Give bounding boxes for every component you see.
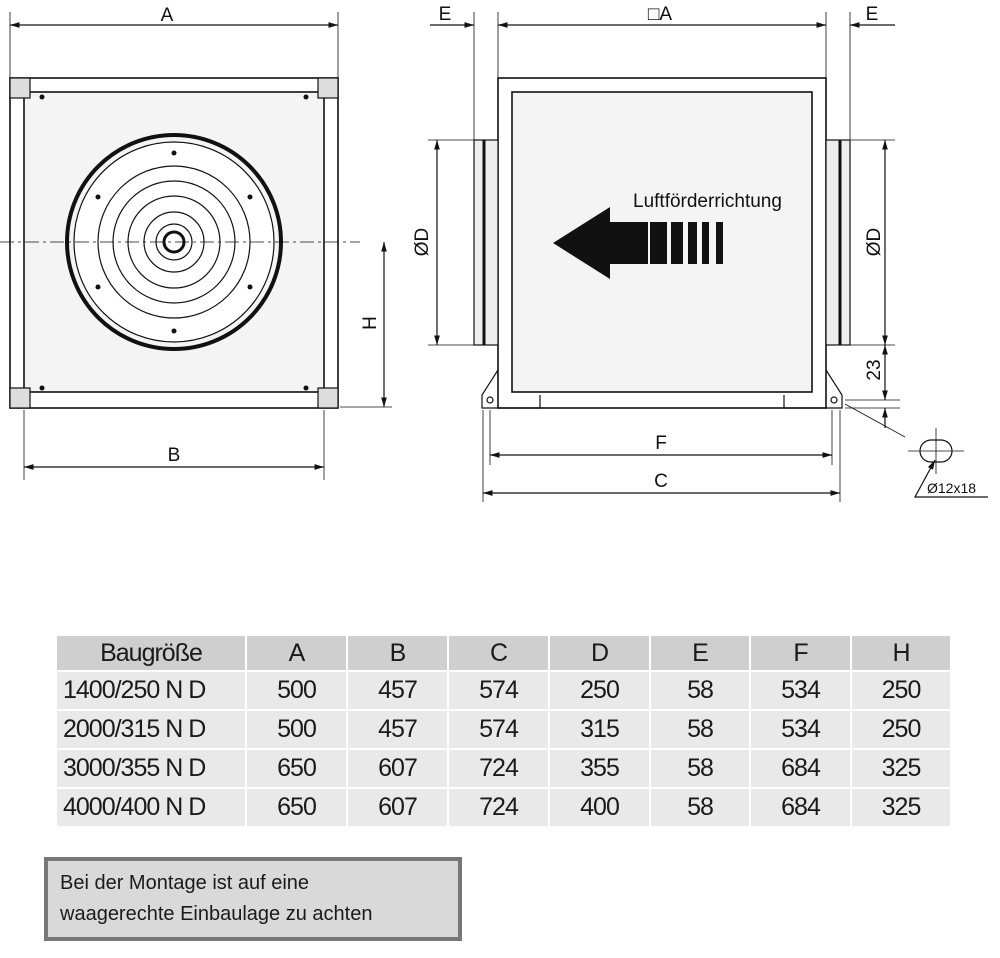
cell: 3000/355 N D — [55, 748, 247, 789]
cell: 574 — [447, 670, 550, 711]
cell: 684 — [749, 748, 852, 789]
note-line-1: Bei der Montage ist auf eine — [60, 872, 310, 894]
cell: 58 — [649, 709, 751, 750]
cell: 534 — [749, 670, 852, 711]
slot-hole-icon — [908, 428, 988, 498]
mounting-note: Bei der Montage ist auf eine waagerechte… — [44, 857, 462, 941]
cell: 355 — [548, 748, 651, 789]
fan-icon — [65, 133, 283, 351]
cell: 4000/400 N D — [55, 787, 247, 828]
cell: 724 — [447, 748, 550, 789]
cell: 534 — [749, 709, 852, 750]
table-header-row: Baugröße A B C D E F H — [55, 634, 952, 672]
dim-label-c: C — [654, 471, 668, 492]
cell: 724 — [447, 787, 550, 828]
dim-label-a: A — [161, 5, 174, 26]
cell: 58 — [649, 787, 751, 828]
technical-drawing: A B H E □A E ØD ØD 23 F C Luftförderrich… — [0, 4, 988, 502]
airflow-arrow-icon — [553, 207, 723, 279]
cell: 574 — [447, 709, 550, 750]
cell: 457 — [346, 709, 449, 750]
cell: 250 — [548, 670, 651, 711]
dim-label-b: B — [168, 445, 181, 466]
cell: 650 — [245, 748, 348, 789]
header-d: D — [548, 634, 651, 672]
cell: 58 — [649, 748, 751, 789]
dim-label-f: F — [655, 433, 667, 454]
side-view — [428, 12, 988, 502]
cell: 325 — [850, 748, 952, 789]
dim-label-h: H — [360, 316, 381, 330]
cell: 650 — [245, 787, 348, 828]
cell: 500 — [245, 670, 348, 711]
header-e: E — [649, 634, 751, 672]
cell: 684 — [749, 787, 852, 828]
cell: 607 — [346, 787, 449, 828]
dim-label-23: 23 — [864, 359, 885, 380]
dim-label-d-left: ØD — [412, 228, 433, 257]
cell: 325 — [850, 787, 952, 828]
dim-label-e-left: E — [439, 4, 452, 25]
dim-label-square-a: □A — [648, 4, 672, 25]
note-line-2: waagerechte Einbaulage zu achten — [60, 903, 373, 925]
cell: 457 — [346, 670, 449, 711]
cell: 400 — [548, 787, 651, 828]
cell: 500 — [245, 709, 348, 750]
cell: 1400/250 N D — [55, 670, 247, 711]
header-h: H — [850, 634, 952, 672]
cell: 2000/315 N D — [55, 709, 247, 750]
header-b: B — [346, 634, 449, 672]
dim-label-e-right: E — [866, 4, 879, 25]
header-size: Baugröße — [55, 634, 247, 672]
header-f: F — [749, 634, 852, 672]
header-c: C — [447, 634, 550, 672]
cell: 250 — [850, 709, 952, 750]
cell: 58 — [649, 670, 751, 711]
airflow-direction-label: Luftförderrichtung — [633, 191, 782, 212]
slot-size-label: Ø12x18 — [927, 480, 976, 496]
cell: 607 — [346, 748, 449, 789]
cell: 315 — [548, 709, 651, 750]
front-view — [0, 12, 392, 480]
cell: 250 — [850, 670, 952, 711]
header-a: A — [245, 634, 348, 672]
dim-label-d-right: ØD — [864, 228, 885, 257]
